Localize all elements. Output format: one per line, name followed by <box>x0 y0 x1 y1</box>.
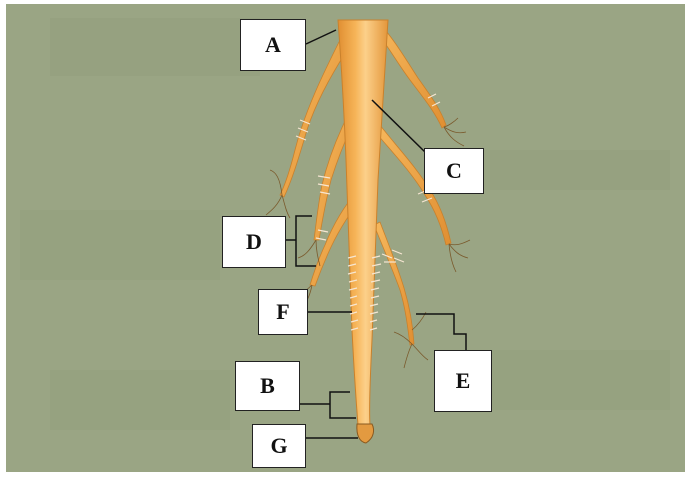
background-band <box>50 370 230 430</box>
label-g: G <box>252 424 306 468</box>
background-band <box>50 18 260 76</box>
label-b: B <box>235 361 300 411</box>
label-d: D <box>222 216 286 268</box>
label-f: F <box>258 289 308 335</box>
label-a: A <box>240 19 306 71</box>
background-band <box>20 210 220 280</box>
label-c: C <box>424 148 484 194</box>
label-e: E <box>434 350 492 412</box>
background-band <box>490 150 670 190</box>
background-band <box>490 350 670 410</box>
